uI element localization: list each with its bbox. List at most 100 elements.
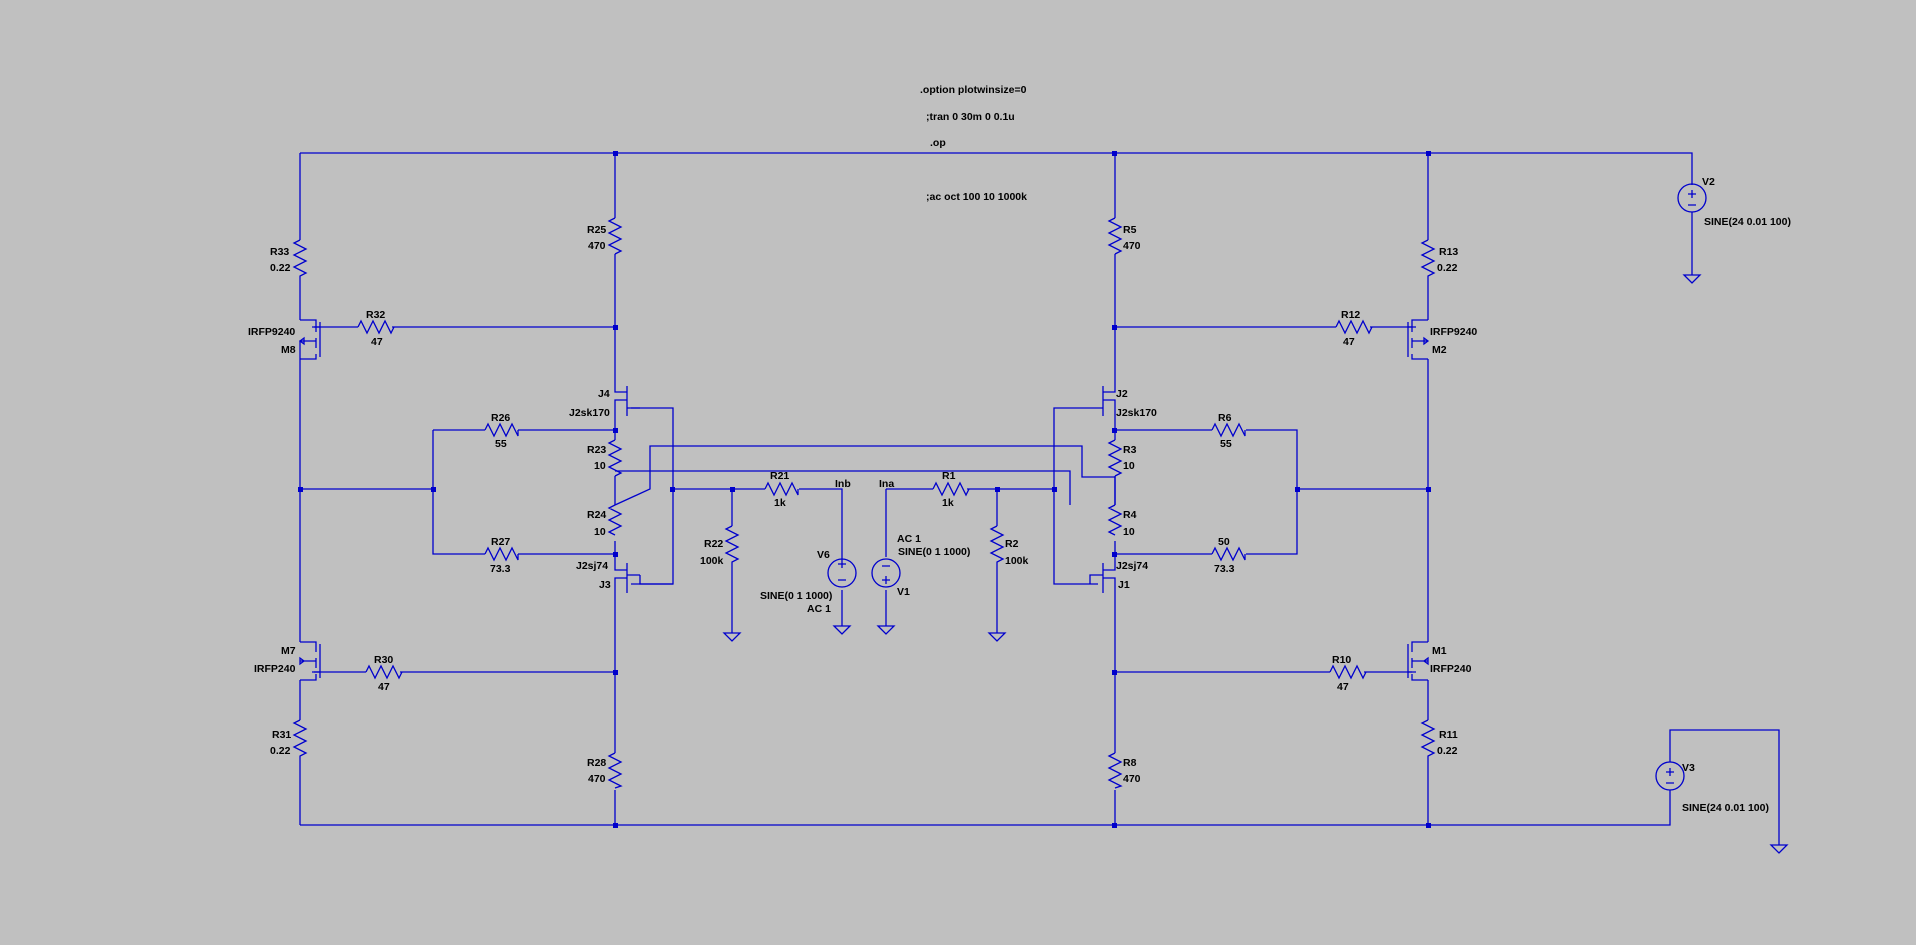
source-v3[interactable] [1655, 761, 1685, 791]
label-m1-name: M1 [1432, 645, 1447, 657]
label-r2-name: R2 [1005, 538, 1019, 550]
label-r28-name: R28 [587, 757, 606, 769]
wire-cross-a[interactable] [614, 445, 1116, 506]
directive-tran[interactable]: ;tran 0 30m 0 0.1u [926, 111, 1015, 123]
wire-v3-ground[interactable] [1669, 729, 1780, 845]
label-r31-name: R31 [272, 729, 291, 741]
directive-option[interactable]: .option plotwinsize=0 [920, 84, 1027, 96]
resistor-r24[interactable] [607, 504, 623, 536]
resistor-r10[interactable] [1329, 664, 1367, 680]
label-r27-name: R27 [491, 536, 510, 548]
label-r24-name: R24 [587, 509, 606, 521]
resistor-r12[interactable] [1335, 319, 1373, 335]
label-r31-value: 0.22 [270, 745, 291, 757]
resistor-r31[interactable] [292, 719, 308, 760]
spice-directives: .option plotwinsize=0 ;tran 0 30m 0 0.1u… [920, 84, 1027, 203]
ground-icon [1682, 274, 1702, 284]
label-r21-value: 1k [774, 497, 786, 509]
jfet-j2[interactable] [1098, 379, 1116, 416]
mosfet-m1[interactable] [1407, 641, 1429, 681]
label-r25-value: 470 [588, 240, 606, 252]
resistor-r26[interactable] [484, 422, 519, 438]
label-net-ina: Ina [879, 478, 894, 490]
label-r2-value: 100k [1005, 555, 1029, 567]
jfet-j3[interactable] [614, 557, 673, 593]
source-v1[interactable] [871, 558, 901, 588]
wire-top-rail[interactable] [300, 152, 1693, 185]
resistor-r3[interactable] [1107, 439, 1123, 477]
mosfet-m8[interactable] [298, 319, 321, 360]
wire-r6-r50[interactable] [1115, 429, 1298, 555]
label-r11-name: R11 [1439, 729, 1458, 741]
jfet-j1[interactable] [1089, 557, 1116, 593]
directive-op[interactable]: .op [930, 137, 946, 149]
mosfet-m7[interactable] [299, 641, 321, 681]
label-j4-model: J2sk170 [569, 407, 610, 419]
label-v6-value: SINE(0 1 1000) [760, 590, 832, 602]
label-m7-name: M7 [281, 645, 296, 657]
label-r11-value: 0.22 [1437, 745, 1458, 757]
label-r13-value: 0.22 [1437, 262, 1458, 274]
resistor-r23[interactable] [607, 439, 623, 477]
wires [299, 152, 1780, 845]
resistor-r32[interactable] [357, 319, 395, 335]
label-r21-name: R21 [770, 470, 789, 482]
label-v6-name: V6 [817, 549, 830, 561]
resistor-r2[interactable] [989, 525, 1005, 566]
label-v2-value: SINE(24 0.01 100) [1704, 216, 1791, 228]
label-r30-value: 47 [378, 681, 390, 693]
label-r4-name: R4 [1123, 509, 1137, 521]
resistor-r8[interactable] [1107, 752, 1123, 789]
label-j1-model: J2sj74 [1116, 560, 1148, 572]
resistor-r30[interactable] [365, 664, 403, 680]
resistor-r4[interactable] [1107, 504, 1123, 536]
resistor-r5[interactable] [1107, 217, 1123, 255]
label-r33-value: 0.22 [270, 262, 291, 274]
resistor-r27[interactable] [484, 546, 519, 562]
wire-cross-b[interactable] [615, 470, 1071, 505]
label-m1-model: IRFP240 [1430, 663, 1472, 675]
label-m8-model: IRFP9240 [248, 326, 295, 338]
resistor-r13[interactable] [1420, 239, 1436, 278]
wire-bottom-rail[interactable] [300, 790, 1671, 826]
label-v2-name: V2 [1702, 176, 1715, 188]
label-r28-value: 470 [588, 773, 606, 785]
component-labels: R33 0.22 IRFP9240 M8 R32 47 M7 IRFP240 R… [248, 176, 1791, 814]
resistor-r33[interactable] [292, 239, 308, 278]
resistor-r22[interactable] [724, 525, 740, 566]
source-v2[interactable] [1677, 183, 1707, 213]
label-j1-name: J1 [1118, 579, 1130, 591]
mosfet-m2[interactable] [1407, 319, 1430, 360]
resistor-symbols [292, 217, 1436, 789]
label-m2-name: M2 [1432, 344, 1447, 356]
resistor-r1[interactable] [932, 481, 970, 497]
source-v6[interactable] [827, 558, 857, 588]
mosfet-symbols [298, 319, 1430, 681]
label-r12-value: 47 [1343, 336, 1355, 348]
resistor-r21[interactable] [764, 481, 799, 497]
resistor-r11[interactable] [1420, 719, 1436, 760]
label-r10-value: 47 [1337, 681, 1349, 693]
resistor-r6[interactable] [1211, 422, 1246, 438]
wire-jfet-gates-right[interactable] [1053, 407, 1098, 585]
label-r23-value: 10 [594, 460, 606, 472]
resistor-r25[interactable] [607, 217, 623, 255]
label-j3-model: J2sj74 [576, 560, 608, 572]
label-r12-name: R12 [1341, 309, 1360, 321]
label-r27-value: 73.3 [490, 563, 511, 575]
label-j2-name: J2 [1116, 388, 1128, 400]
wire-r27[interactable] [432, 430, 615, 555]
label-r13-name: R13 [1439, 246, 1458, 258]
label-r8-value: 470 [1123, 773, 1141, 785]
directive-ac[interactable]: ;ac oct 100 10 1000k [926, 191, 1027, 203]
label-m2-model: IRFP9240 [1430, 326, 1477, 338]
resistor-r50[interactable] [1211, 546, 1246, 562]
label-r10-name: R10 [1332, 654, 1351, 666]
resistor-r28[interactable] [607, 752, 623, 789]
label-r30-name: R30 [374, 654, 393, 666]
wire-r21[interactable] [673, 488, 843, 560]
wire-jfet-gates-left[interactable] [631, 407, 674, 585]
label-r5-value: 470 [1123, 240, 1141, 252]
jfet-j4[interactable] [614, 379, 640, 416]
